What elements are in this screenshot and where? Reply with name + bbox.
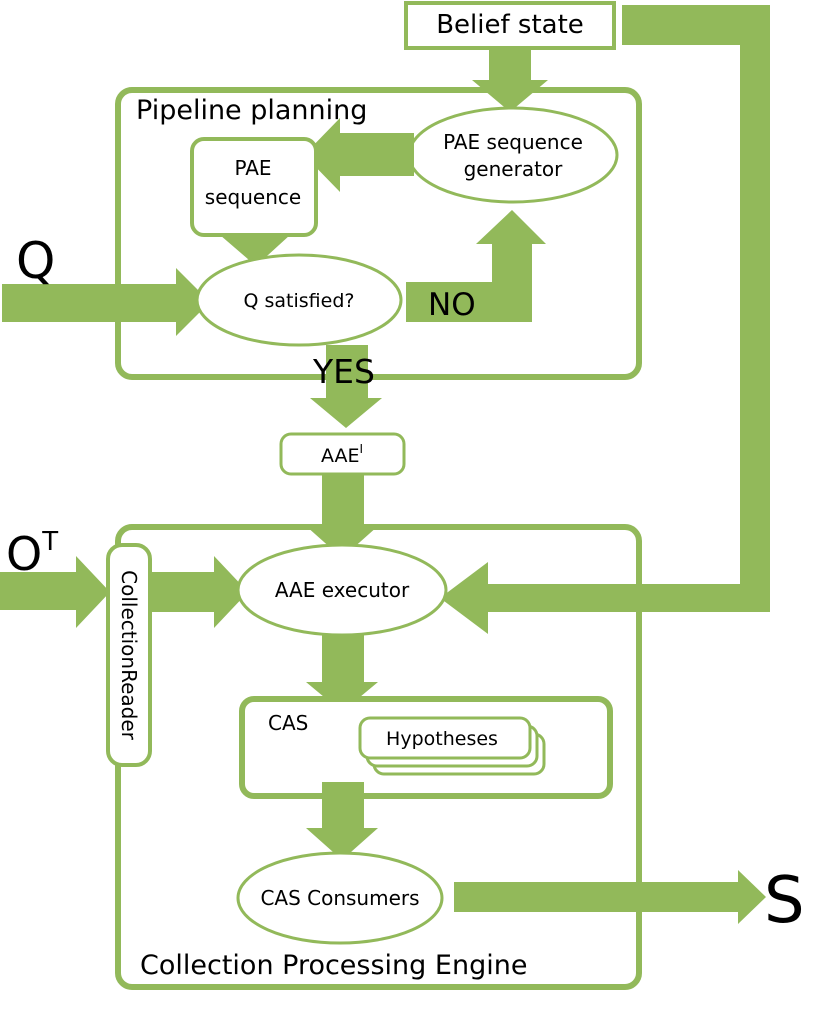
cas-to-consumers-arrow bbox=[306, 782, 378, 860]
ot-input-arrow bbox=[0, 556, 110, 628]
pae-generator-label-1: PAE sequence bbox=[443, 130, 583, 154]
executor-to-cas-arrow bbox=[306, 635, 378, 712]
pae-generator-ellipse bbox=[407, 106, 619, 204]
belief-state-label: Belief state bbox=[436, 10, 584, 40]
belief-to-generator-arrow bbox=[472, 48, 548, 112]
pipeline-planning-box bbox=[115, 87, 642, 380]
collection-reader-box bbox=[106, 543, 152, 767]
q-satisfied-ellipse bbox=[195, 253, 403, 347]
aae-label-sup: I bbox=[359, 442, 363, 456]
aae-label: AAEI bbox=[321, 442, 363, 467]
cas-consumers-ellipse bbox=[236, 851, 444, 945]
hypotheses-label: Hypotheses bbox=[386, 728, 498, 750]
cas-label: CAS bbox=[268, 711, 308, 735]
s-output-arrow bbox=[454, 870, 766, 924]
cpe-title: Collection Processing Engine bbox=[140, 950, 527, 981]
s-output-label: S bbox=[764, 864, 805, 938]
aae-executor-label: AAE executor bbox=[275, 578, 410, 602]
collection-reader-label: CollectionReader bbox=[117, 570, 141, 740]
aae-label-base: AAE bbox=[321, 445, 360, 467]
yes-arrow bbox=[310, 345, 382, 428]
hypotheses-card bbox=[358, 716, 532, 760]
ot-input-base: O bbox=[6, 527, 42, 581]
no-label: NO bbox=[428, 287, 476, 323]
cas-consumers-label: CAS Consumers bbox=[260, 886, 419, 910]
pae-generator-label-2: generator bbox=[464, 157, 564, 181]
q-input-label: Q bbox=[16, 232, 55, 290]
pae-sequence-label-2: sequence bbox=[205, 185, 301, 209]
q-input-arrow bbox=[2, 268, 210, 336]
ot-input-sup: T bbox=[41, 527, 58, 557]
sequence-to-check-arrow bbox=[220, 235, 290, 266]
reader-to-executor-arrow bbox=[150, 556, 248, 628]
q-satisfied-label: Q satisfied? bbox=[244, 290, 355, 312]
pipeline-planning-title: Pipeline planning bbox=[136, 95, 367, 126]
generator-to-sequence-arrow bbox=[304, 118, 414, 192]
yes-label: YES bbox=[312, 352, 375, 391]
aae-to-executor-arrow bbox=[306, 474, 378, 558]
no-loop-arrow bbox=[406, 210, 546, 322]
pae-sequence-label-1: PAE bbox=[234, 156, 271, 180]
ot-input-label: OT bbox=[6, 527, 58, 581]
